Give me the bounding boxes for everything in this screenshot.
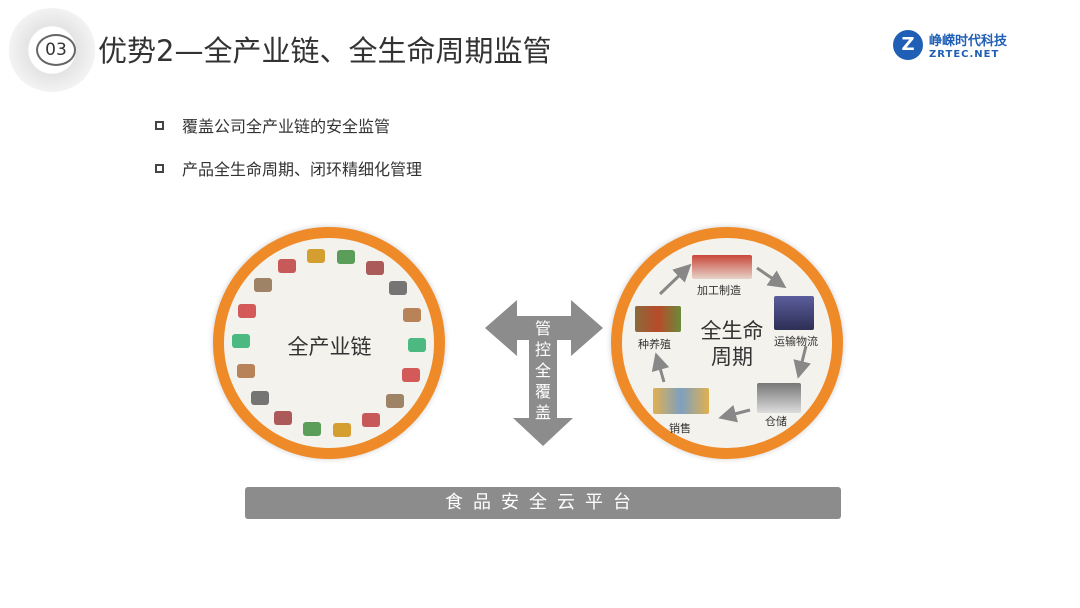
lifecycle-circle: 全生命周期 加工制造 运输物流 仓储 销售 种养殖 xyxy=(611,227,843,459)
section-number: 03 xyxy=(36,34,76,66)
brand-logo xyxy=(306,249,325,263)
cycle-arrows xyxy=(651,263,811,423)
farming-icon xyxy=(635,306,681,332)
brand-logo xyxy=(232,333,251,348)
brand-logo xyxy=(277,258,296,273)
store-icon xyxy=(653,388,709,414)
coverage-arrow-icon xyxy=(485,300,603,446)
brand-logo xyxy=(238,303,257,318)
stage-label: 运输物流 xyxy=(774,335,818,348)
brand-logo xyxy=(388,281,407,296)
brand-logo xyxy=(386,394,405,409)
coverage-char: 盖 xyxy=(534,403,551,422)
bullet-item: 覆盖公司全产业链的安全监管 xyxy=(155,113,390,137)
bullet-text: 产品全生命周期、闭环精细化管理 xyxy=(182,160,423,179)
brand-logo xyxy=(253,277,272,292)
brand-logo xyxy=(302,422,321,437)
logo-en-text: ZRTEC.NET xyxy=(929,49,1000,60)
brand-logo xyxy=(407,338,426,353)
coverage-char: 管 xyxy=(534,319,551,338)
stage-label: 仓储 xyxy=(765,415,787,428)
food-safety-platform-bar: 食品安全云平台 xyxy=(245,487,841,519)
slide-title: 优势2—全产业链、全生命周期监管 xyxy=(98,34,552,68)
coverage-label: 管控全覆盖 xyxy=(532,318,554,423)
logo-icon: Z xyxy=(893,30,923,60)
bullet-square-icon xyxy=(155,163,164,173)
coverage-char: 全 xyxy=(534,361,551,380)
lifecycle-label: 全生命周期 xyxy=(700,319,764,369)
truck-icon xyxy=(774,296,814,330)
bullet-square-icon xyxy=(155,120,164,130)
factory-icon xyxy=(692,255,752,279)
brand-logo xyxy=(333,422,352,437)
stage-label: 种养殖 xyxy=(638,338,671,351)
logo-cn-text: 峥嵘时代科技 xyxy=(929,34,1008,49)
brand-logo xyxy=(251,390,270,405)
brand-logo xyxy=(274,411,293,426)
brand-logo xyxy=(337,249,356,264)
industry-chain-label: 全产业链 xyxy=(287,335,372,359)
industry-chain-circle: 全产业链 xyxy=(213,227,445,459)
brand-logo xyxy=(236,364,255,379)
company-logo: Z 峥嵘时代科技 ZRTEC.NET xyxy=(893,30,1007,60)
brand-logo xyxy=(401,368,420,383)
brand-logo xyxy=(403,307,422,322)
stage-label: 加工制造 xyxy=(697,284,741,297)
bullet-item: 产品全生命周期、闭环精细化管理 xyxy=(155,156,422,180)
coverage-char: 控 xyxy=(534,340,551,359)
bullet-text: 覆盖公司全产业链的安全监管 xyxy=(182,117,391,136)
coverage-char: 覆 xyxy=(534,382,551,401)
warehouse-icon xyxy=(757,383,801,413)
stage-label: 销售 xyxy=(669,422,691,435)
brand-logo xyxy=(362,413,381,428)
brand-logo xyxy=(365,260,384,275)
